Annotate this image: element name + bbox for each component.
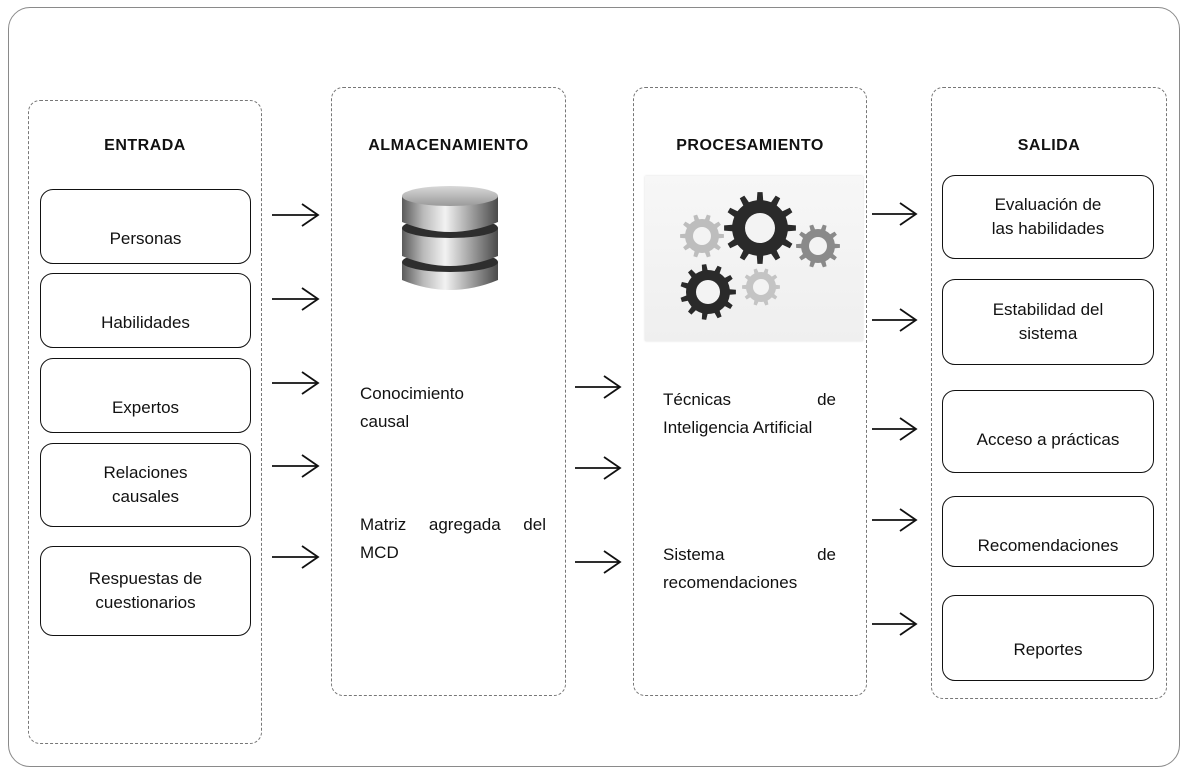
flow-arrow [872,308,918,332]
flow-arrow [272,371,320,395]
processing-column: PROCESAMIENTO [633,87,867,696]
input-title: ENTRADA [104,137,186,154]
flow-arrow [872,508,918,532]
flow-arrow [575,456,622,480]
flow-arrow [575,375,622,399]
flow-arrow [272,203,320,227]
flow-arrow [575,550,622,574]
gear-dark-bottom-hole [696,280,720,304]
storage-title: ALMACENAMIENTO [368,137,529,154]
flow-arrow [272,454,320,478]
storage-column: ALMACENAMIENTO [331,87,566,696]
input-column: ENTRADA [28,100,262,744]
flow-arrow [272,287,320,311]
gears-icon [680,192,840,320]
storage-item-causal-knowledge: Conocimiento causal [360,384,464,431]
gear-light-bottom-hole [753,279,769,295]
gear-large-dark-hole [745,213,775,243]
input-item-persons: Personas [40,189,251,264]
flow-arrow [272,545,320,569]
output-item-recommendations: Recomendaciones [942,496,1154,567]
output-item-skills-eval: Evaluación de las habilidades [942,175,1154,259]
output-title: SALIDA [1017,137,1081,154]
input-item-experts: Expertos [40,358,251,433]
gears-image [645,176,863,341]
processing-item-ai-techniques: Técnicas de Inteligencia Artificial [663,390,836,437]
output-item-reports: Reportes [942,595,1154,681]
output-item-stability: Estabilidad del sistema [942,279,1154,365]
flow-arrow [872,202,918,226]
gear-light-left-hole [693,227,711,245]
input-item-causal-relations: Relaciones causales [40,443,251,527]
gear-grey-right-hole [809,237,827,255]
input-item-skills: Habilidades [40,273,251,348]
processing-title: PROCESAMIENTO [676,137,824,154]
output-item-practice-access: Acceso a prácticas [942,390,1154,473]
output-column: SALIDA [931,87,1167,699]
storage-item-aggregated-matrix: Matriz agregada del MCD [360,515,546,562]
database-icon [398,184,502,294]
flow-arrow [872,417,918,441]
processing-item-recommender: Sistema de recomendaciones [663,545,836,592]
input-item-questionnaires: Respuestas de cuestionarios [40,546,251,636]
flow-arrow [872,612,918,636]
